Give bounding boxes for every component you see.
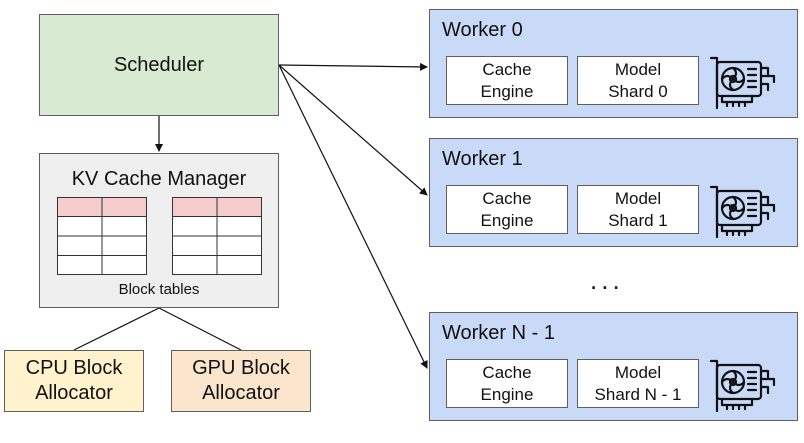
cache-engine-line-1: Cache (482, 362, 532, 382)
gpu-allocator-line-2: Allocator (202, 382, 280, 404)
line-kv-to-gpu-allocator (158, 307, 242, 351)
scheduler-box: Scheduler (39, 14, 279, 116)
kv-cache-manager-title: KV Cache Manager (71, 168, 247, 190)
more-workers-ellipsis: ... (590, 265, 624, 295)
arrow-scheduler-to-worker-n-1 (278, 64, 428, 369)
cpu-allocator-line-2: Allocator (35, 382, 113, 404)
scheduler-label: Scheduler (113, 53, 205, 76)
gpu-card-icon (709, 56, 776, 110)
cpu-block-allocator-box: CPU Block Allocator (4, 350, 144, 412)
block-table-right (172, 197, 262, 275)
block-table-left (57, 197, 147, 275)
worker-title: Worker 1 (442, 148, 523, 170)
gpu-card-icon (709, 359, 776, 413)
worker-title: Worker 0 (442, 19, 523, 41)
model-shard-line-1: Model (614, 59, 662, 79)
arrow-scheduler-to-worker-1 (278, 64, 428, 196)
cache-engine-line-1: Cache (482, 188, 532, 208)
arrow-scheduler-to-worker-0 (278, 62, 428, 71)
cache-engine-line-2: Engine (480, 210, 534, 230)
cache-engine-line-2: Engine (480, 81, 534, 101)
model-shard-line-2: Shard N - 1 (594, 384, 682, 404)
block-tables-caption: Block tables (118, 281, 200, 298)
gpu-card-icon (709, 185, 776, 239)
kv-cache-manager-box: KV Cache Manager Block tables (39, 153, 279, 308)
model-shard-line-1: Model (614, 362, 662, 382)
gpu-block-allocator-box: GPU Block Allocator (171, 350, 311, 412)
model-shard-line-1: Model (614, 188, 662, 208)
cache-engine-line-2: Engine (480, 384, 534, 404)
line-kv-to-cpu-allocator (73, 307, 160, 351)
model-shard-line-2: Shard 1 (608, 210, 668, 230)
worker-title: Worker N - 1 (442, 322, 555, 344)
gpu-allocator-line-1: GPU Block (192, 357, 290, 379)
cache-engine-line-1: Cache (482, 59, 532, 79)
model-shard-line-2: Shard 0 (608, 81, 668, 101)
cpu-allocator-line-1: CPU Block (25, 357, 123, 379)
